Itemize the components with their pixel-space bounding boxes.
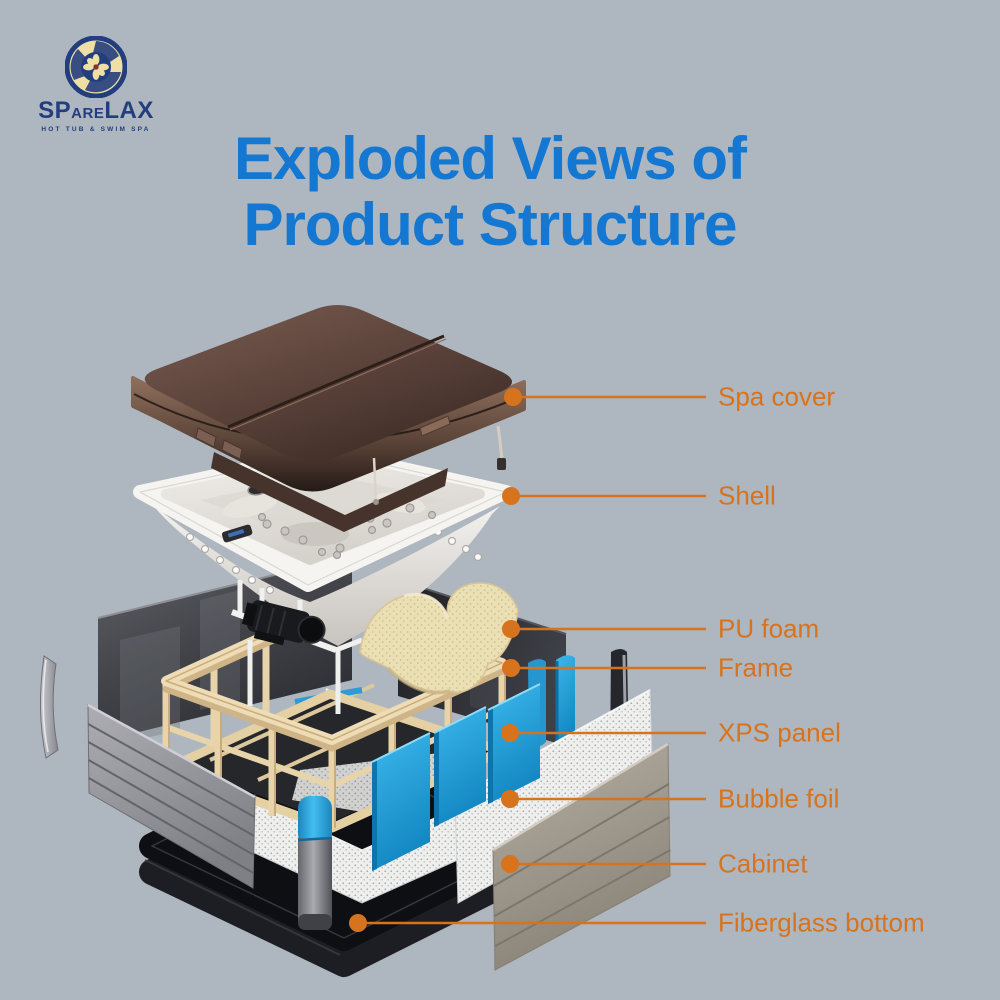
cabinet-panel-right: [492, 742, 671, 971]
xps-panel-2: [433, 706, 487, 827]
spa-cover: [131, 304, 526, 532]
dot-fiberglass-bottom: [349, 914, 367, 932]
page-title: Exploded Views of Product Structure: [110, 126, 870, 258]
brand-tagline: HOT TUB & SWIM SPA: [41, 126, 151, 133]
label-xps-panel: XPS panel: [718, 717, 841, 748]
xps-panels: [371, 683, 541, 871]
leader-dots: [349, 388, 522, 932]
label-spa-cover: Spa cover: [718, 381, 836, 412]
brand-suffix: LAX: [104, 97, 154, 124]
brand-logo: SPARELAX HOT TUB & SWIM SPA: [34, 36, 158, 133]
leader-lines: [358, 395, 706, 925]
dot-xps-panel: [501, 724, 519, 742]
label-fiberglass-bottom: Fiberglass bottom: [718, 907, 925, 938]
dot-cabinet: [501, 855, 519, 873]
label-shell: Shell: [718, 480, 776, 511]
brand-mid: ARE: [71, 105, 105, 122]
dot-spa-cover: [504, 388, 522, 406]
brand-prefix: SP: [38, 97, 72, 124]
dot-frame: [502, 659, 520, 677]
xps-panel-3: [487, 683, 541, 804]
dot-bubble-foil: [501, 790, 519, 808]
corner-trim-left: [39, 655, 59, 759]
label-bubble-foil: Bubble foil: [718, 783, 840, 814]
pu-foam: [359, 582, 519, 695]
title-line-1: Exploded Views of: [233, 125, 747, 192]
cover-straps: [372, 425, 506, 505]
pump: [241, 600, 326, 646]
dot-pu-foam: [502, 620, 520, 638]
control-panel: [221, 524, 253, 543]
label-pu-foam: PU foam: [718, 613, 820, 644]
label-frame: Frame: [718, 652, 794, 683]
title-line-2: Product Structure: [243, 191, 737, 258]
xps-panel-1: [371, 732, 431, 871]
brand-wordmark: SPARELAX: [34, 97, 158, 125]
label-cabinet: Cabinet: [718, 848, 808, 879]
corner-pillar: [297, 796, 333, 930]
sparelax-logo-icon: [65, 36, 127, 98]
dot-shell: [502, 487, 520, 505]
cabinet-panel-left: [87, 703, 256, 889]
